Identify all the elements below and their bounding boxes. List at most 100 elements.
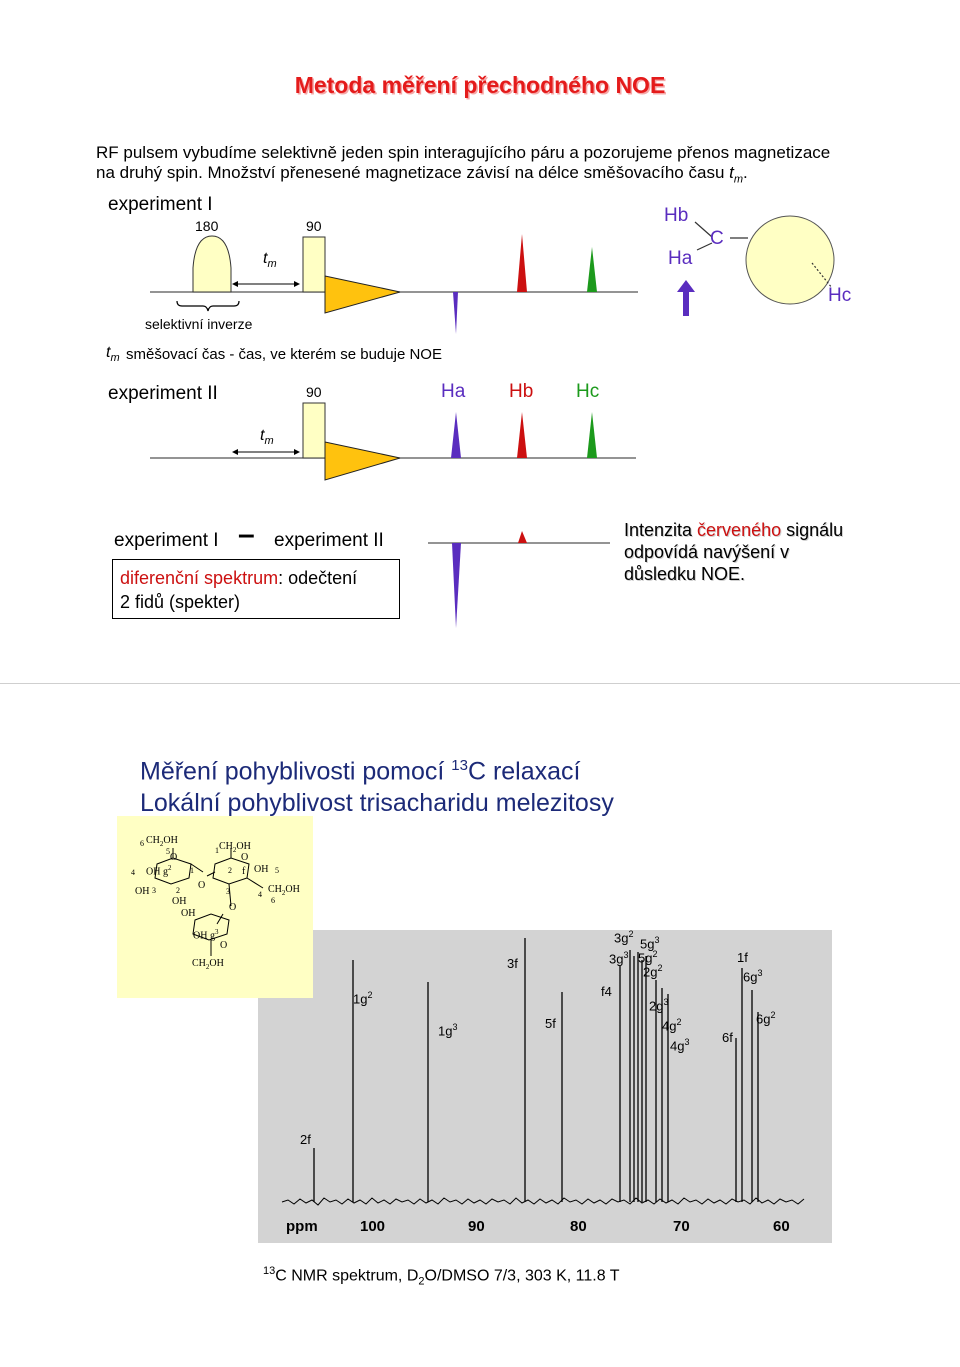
spin-hb-label: Hb	[664, 205, 689, 226]
label-6g3: 6g3	[743, 968, 763, 985]
mixing-time-label-3: tm	[260, 427, 274, 448]
mol-oh-3: OH	[172, 896, 187, 907]
mixing-time-label-2: tm	[106, 344, 120, 365]
label-6g2: 6g2	[756, 1010, 776, 1027]
mol-n4b: 4	[258, 890, 262, 899]
slide2-title-line2: Lokální pohyblivost trisacharidu melezit…	[140, 789, 614, 818]
structure-panel	[117, 816, 313, 998]
pulse-180-label: 180	[195, 218, 219, 234]
mol-n6a: 6	[140, 839, 144, 848]
label-4g2: 4g2	[662, 1017, 682, 1034]
diff-peak-ha	[452, 543, 461, 628]
peak-hb-label: Hb	[509, 381, 534, 402]
bond-ha-c	[696, 242, 713, 251]
spin-hc-label: Hc	[828, 285, 852, 306]
mol-oh-g3: OH g3	[193, 928, 219, 942]
mol-n3a: 3	[152, 886, 156, 895]
peak-hb-exp2	[517, 412, 527, 458]
intro-line2: na druhý spin. Množství přenesené magnet…	[96, 163, 748, 186]
mol-n2a: 2	[176, 886, 180, 895]
pulse-sequence-diagram	[150, 215, 835, 628]
label-1f: 1f	[737, 950, 748, 965]
mol-o2: O	[241, 852, 249, 863]
peak-hb-exp1	[517, 234, 527, 292]
inversion-arrow-icon	[677, 280, 695, 316]
mol-o1: O	[170, 852, 178, 863]
pulse-90-label: 90	[306, 218, 322, 234]
mol-ch2oh-1: CH2OH	[146, 835, 178, 848]
mol-n4a: 4	[131, 868, 135, 877]
mixing-time-label-1: tm	[263, 250, 277, 271]
glucose-ring-3	[192, 913, 230, 941]
mol-o-glyco: O	[198, 880, 206, 891]
mol-o3: O	[229, 902, 237, 913]
peak-hc-exp1	[587, 247, 597, 292]
intro-text: RF pulsem vybudíme selektivně jeden spin…	[96, 143, 896, 189]
mol-oh-2: OH	[135, 886, 150, 897]
pulse-90-rect-1	[302, 236, 326, 293]
mol-oh-4: OH	[181, 908, 196, 919]
mixing-description: směšovací čas - čas, ve kterém se buduje…	[126, 346, 442, 363]
experiment-1-label: experiment I	[108, 194, 213, 215]
mol-ch2oh-3: CH2OH	[268, 884, 300, 897]
fid-triangle-1	[324, 275, 401, 314]
melezitose-structure	[154, 848, 264, 956]
pulse-90-rect-2	[302, 402, 326, 459]
label-3f: 3f	[507, 956, 518, 971]
diff-peak-hb	[518, 531, 527, 543]
bond-hb-c	[694, 221, 713, 238]
axis-ppm: ppm	[286, 1218, 318, 1235]
label-5g3: 5g3	[640, 935, 660, 952]
diff-experiment-2: experiment II	[274, 530, 384, 551]
spin-ha-label: Ha	[668, 248, 693, 269]
spin-c-label: C	[710, 228, 724, 249]
mol-n3b: 3	[226, 887, 230, 896]
difference-text: diferenční spektrum: odečtení 2 fidů (sp…	[120, 568, 358, 612]
peak-hc-exp2	[587, 412, 597, 458]
mol-n6b: 6	[271, 896, 275, 905]
mol-ch2oh-2: CH2OH	[219, 841, 251, 854]
selective-brace	[176, 300, 240, 312]
axis-tick-80: 80	[570, 1218, 587, 1235]
intro-line1: RF pulsem vybudíme selektivně jeden spin…	[96, 143, 831, 162]
spectrum-baseline	[281, 1197, 805, 1206]
label-2g3: 2g3	[649, 997, 669, 1014]
pulse-90-label-2: 90	[306, 384, 322, 400]
slide2-title: Měření pohyblivosti pomocí 13C relaxací …	[140, 750, 614, 819]
peak-ha-label: Ha	[441, 381, 466, 402]
label-2f: 2f	[300, 1132, 311, 1147]
mol-n2b: 2	[228, 866, 232, 875]
selective-inversion-label: selektivní inverze	[145, 316, 253, 332]
peak-hc-label: Hc	[576, 381, 600, 402]
nmr-spectrum	[281, 938, 805, 1206]
intensity-note: Intenzita červeného signálu odpovídá nav…	[624, 520, 844, 584]
label-3g2: 3g2	[614, 929, 634, 946]
peak-ha-exp2	[451, 412, 461, 458]
minus-sign: –	[238, 518, 255, 551]
peak-ha-inverted	[453, 292, 458, 334]
slide-divider	[0, 683, 960, 684]
mol-n1b: 1	[215, 846, 219, 855]
label-5g2: 5g2	[638, 949, 658, 966]
spectrum-caption: 13C NMR spektrum, D2O/DMSO 7/3, 303 K, 1…	[263, 1265, 620, 1288]
axis-tick-100: 100	[360, 1218, 386, 1235]
slide1-title: Metoda měření přechodného NOE	[294, 72, 666, 98]
axis-tick-60: 60	[773, 1218, 790, 1235]
label-f4: f4	[601, 984, 612, 999]
mol-oh-g2: OH g2	[146, 864, 172, 878]
axis-tick-70: 70	[673, 1218, 690, 1235]
diff-experiment-1: experiment I	[114, 530, 219, 551]
label-1g3: 1g3	[438, 1022, 458, 1039]
experiment-2-label: experiment II	[108, 383, 218, 404]
mol-n5b: 5	[275, 866, 279, 875]
fid-triangle-2	[324, 441, 401, 481]
difference-box	[112, 559, 400, 619]
label-2g2: 2g2	[643, 963, 663, 980]
axis-tick-90: 90	[468, 1218, 485, 1235]
label-4g3: 4g3	[670, 1037, 690, 1054]
label-1g2: 1g2	[353, 990, 373, 1007]
mol-ch2oh-4: CH2OH	[192, 958, 224, 971]
label-6f: 6f	[722, 1030, 733, 1045]
label-5f: 5f	[545, 1016, 556, 1031]
label-3g3: 3g3	[609, 950, 629, 967]
